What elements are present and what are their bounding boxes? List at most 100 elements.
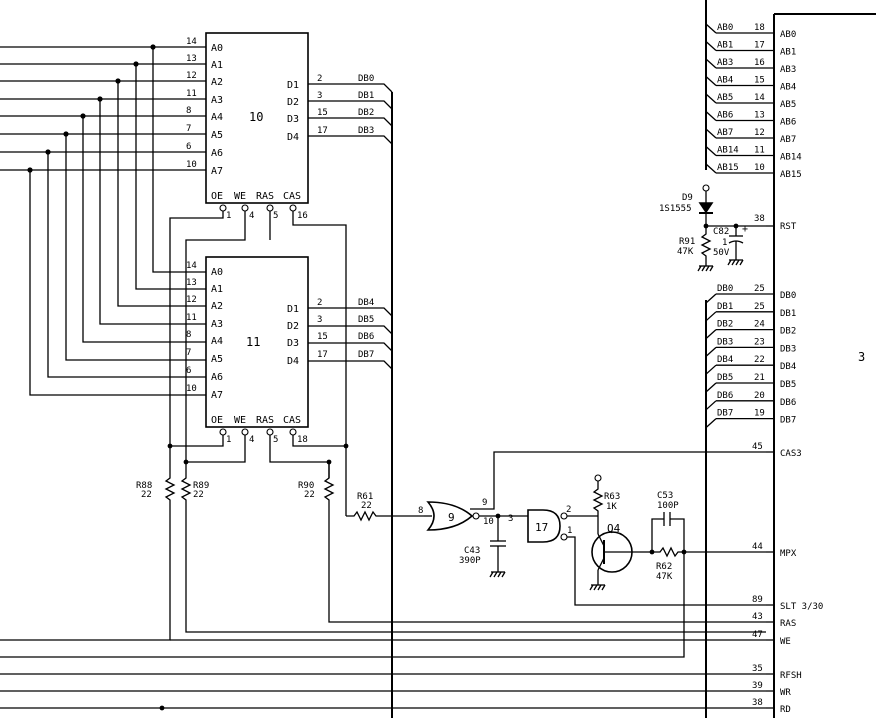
u11-ctrl-pin-name-1: WE xyxy=(234,415,246,426)
conn-data-name-3: DB3 xyxy=(780,344,796,354)
conn-addr-name-5: AB6 xyxy=(780,118,796,128)
u11-addr-pin-num-2: 12 xyxy=(186,295,197,305)
u10-addr-pin-name-2: A2 xyxy=(211,77,223,88)
conn-data-name-2: DB2 xyxy=(780,327,796,337)
u11-data-pin-num-1: 3 xyxy=(317,315,322,325)
u10-data-pin-num-2: 15 xyxy=(317,108,328,118)
conn-addr-net-0: AB0 xyxy=(717,23,733,33)
u10-addr-pin-num-7: 10 xyxy=(186,160,197,170)
u11-data-pin-num-0: 2 xyxy=(317,298,322,308)
r88-value: 22 xyxy=(141,490,152,500)
u11-ctrl-pin-name-3: CAS xyxy=(283,415,301,426)
conn-addr-name-7: AB14 xyxy=(780,153,802,163)
resistors-r88-r89-r90: R88 22 R89 22 R90 22 xyxy=(0,462,766,641)
u10-addr-pin-num-5: 7 xyxy=(186,124,191,134)
conn-data-name-1: DB1 xyxy=(780,309,796,319)
u11-addr-pin-num-7: 10 xyxy=(186,384,197,394)
conn-mpx-name: MPX xyxy=(780,549,797,559)
r63-value: 1K xyxy=(606,502,617,512)
conn-data-net-2: DB2 xyxy=(717,320,733,330)
conn-rfsh-name: RFSH xyxy=(780,671,802,681)
u10-control-wiring xyxy=(169,204,347,516)
conn-addr-net-8: AB15 xyxy=(717,163,739,173)
conn-slt-name: SLT 3/30 xyxy=(780,602,823,612)
c82-plus: + xyxy=(742,224,748,235)
u10-ctrl-pin-num-1: 4 xyxy=(249,211,254,221)
conn-we-name: WE xyxy=(780,637,791,647)
u10-ctrl-pin-name-2: RAS xyxy=(256,191,274,202)
conn-data-name-7: DB7 xyxy=(780,416,796,426)
u10-addr-pin-name-5: A5 xyxy=(211,130,223,141)
conn-data-name-6: DB6 xyxy=(780,398,796,408)
conn-addr-net-3: AB4 xyxy=(717,76,733,86)
connector-3: 3 xyxy=(705,0,876,718)
u10-data-pin-num-0: 2 xyxy=(317,74,322,84)
conn-addr-num-2: 16 xyxy=(754,58,765,68)
conn-slt-num: 89 xyxy=(752,595,763,605)
u10-data-lines xyxy=(308,83,393,145)
u11-addr-pin-name-5: A5 xyxy=(211,354,223,365)
u11-addr-pin-num-1: 13 xyxy=(186,278,197,288)
u11-addr-pin-num-3: 11 xyxy=(186,313,197,323)
chip-10: 10 xyxy=(205,32,309,204)
r91-value: 47K xyxy=(677,247,694,257)
conn-addr-name-1: AB1 xyxy=(780,48,796,58)
conn-cas3-num: 45 xyxy=(752,442,763,452)
conn-rst-name: RST xyxy=(780,222,797,232)
u11-addr-pin-name-3: A3 xyxy=(211,319,223,330)
u10-addr-pin-name-7: A7 xyxy=(211,166,223,177)
u10-data-net-2: DB2 xyxy=(358,108,374,118)
u10-ctrl-pin-name-3: CAS xyxy=(283,191,301,202)
conn-addr-num-1: 17 xyxy=(754,41,765,51)
c82-ref: C82 xyxy=(713,227,729,237)
gate-17-pin-a: 3 xyxy=(508,514,513,524)
gate-17: 17 3 2 1 xyxy=(508,505,766,606)
conn-addr-name-4: AB5 xyxy=(780,100,796,110)
conn-data-name-5: DB5 xyxy=(780,380,796,390)
conn-data-net-3: DB3 xyxy=(717,337,733,347)
conn-data-num-0: 25 xyxy=(754,284,765,294)
chip-10-id: 10 xyxy=(249,110,263,124)
u11-ctrl-pin-num-0: 1 xyxy=(226,435,231,445)
conn-data-num-6: 20 xyxy=(754,391,765,401)
u10-addr-pin-name-6: A6 xyxy=(211,148,223,159)
u11-addr-pin-name-0: A0 xyxy=(211,267,223,278)
conn-data-num-2: 24 xyxy=(754,320,765,330)
q4-ref: Q4 xyxy=(607,522,621,535)
gate-9-pin-out: 10 xyxy=(483,517,494,527)
u11-data-net-3: DB7 xyxy=(358,350,374,360)
conn-rst-num: 38 xyxy=(754,214,765,224)
u10-data-net-3: DB3 xyxy=(358,126,374,136)
u11-ctrl-pin-name-2: RAS xyxy=(256,415,274,426)
u11-data-net-1: DB5 xyxy=(358,315,374,325)
u10-addr-pin-name-0: A0 xyxy=(211,43,223,54)
gate-9-pin-a: 8 xyxy=(418,506,423,516)
conn-addr-num-8: 10 xyxy=(754,163,765,173)
c43: C43 390P xyxy=(459,516,506,578)
u11-data-pin-num-3: 17 xyxy=(317,350,328,360)
conn-addr-num-0: 18 xyxy=(754,23,765,33)
r88-ref: R88 xyxy=(136,481,152,491)
conn-data-num-5: 21 xyxy=(754,373,765,383)
conn-addr-net-4: AB5 xyxy=(717,93,733,103)
u11-data-pin-name-2: D3 xyxy=(287,338,299,349)
u10-data-net-1: DB1 xyxy=(358,91,374,101)
u11-addr-pin-num-0: 14 xyxy=(186,261,197,271)
d9-ref: D9 xyxy=(682,193,693,203)
conn-data-num-7: 19 xyxy=(754,409,765,419)
u10-addr-pin-num-2: 12 xyxy=(186,71,197,81)
u10-data-pin-name-1: D2 xyxy=(287,97,299,108)
u10-data-pin-num-1: 3 xyxy=(317,91,322,101)
u11-data-net-0: DB4 xyxy=(358,298,374,308)
u11-data-pin-num-2: 15 xyxy=(317,332,328,342)
c82-value2: 50V xyxy=(713,248,730,258)
conn-mpx-num: 44 xyxy=(752,542,763,552)
gate-9: 9 8 9 10 xyxy=(418,451,766,531)
conn-rd-num: 38 xyxy=(752,698,763,708)
u10-addr-pin-num-0: 14 xyxy=(186,37,197,47)
conn-data-name-0: DB0 xyxy=(780,291,796,301)
r63-q4: R63 1K Q4 xyxy=(589,474,640,591)
r61-value: 22 xyxy=(361,501,372,511)
u11-ctrl-pin-num-2: 5 xyxy=(273,435,278,445)
